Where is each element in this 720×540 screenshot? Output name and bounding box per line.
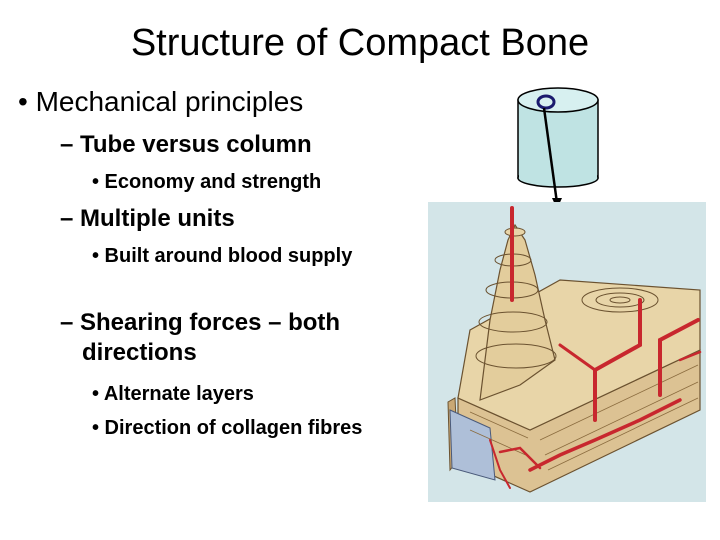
- bullet-alternate-layers: • Alternate layers: [92, 383, 254, 405]
- bullet-economy-and-strength: • Economy and strength: [92, 171, 322, 193]
- blood-vessel-network: [489, 206, 702, 489]
- bullet-tube-versus-column: – Tube versus column: [60, 131, 312, 158]
- bullet-multiple-units: – Multiple units: [60, 205, 235, 232]
- slide-title: Structure of Compact Bone: [130, 22, 590, 64]
- bullet-shearing-forces: – Shearing forces – both directions: [60, 309, 341, 366]
- bullet-built-around-blood-supply: • Built around blood supply: [92, 245, 353, 267]
- bullet-direction-of-collagen-fibres: • Direction of collagen fibres: [92, 417, 363, 439]
- bullet-mechanical-principles: • Mechanical principles: [18, 86, 304, 117]
- tube-cylinder-icon: [517, 87, 599, 209]
